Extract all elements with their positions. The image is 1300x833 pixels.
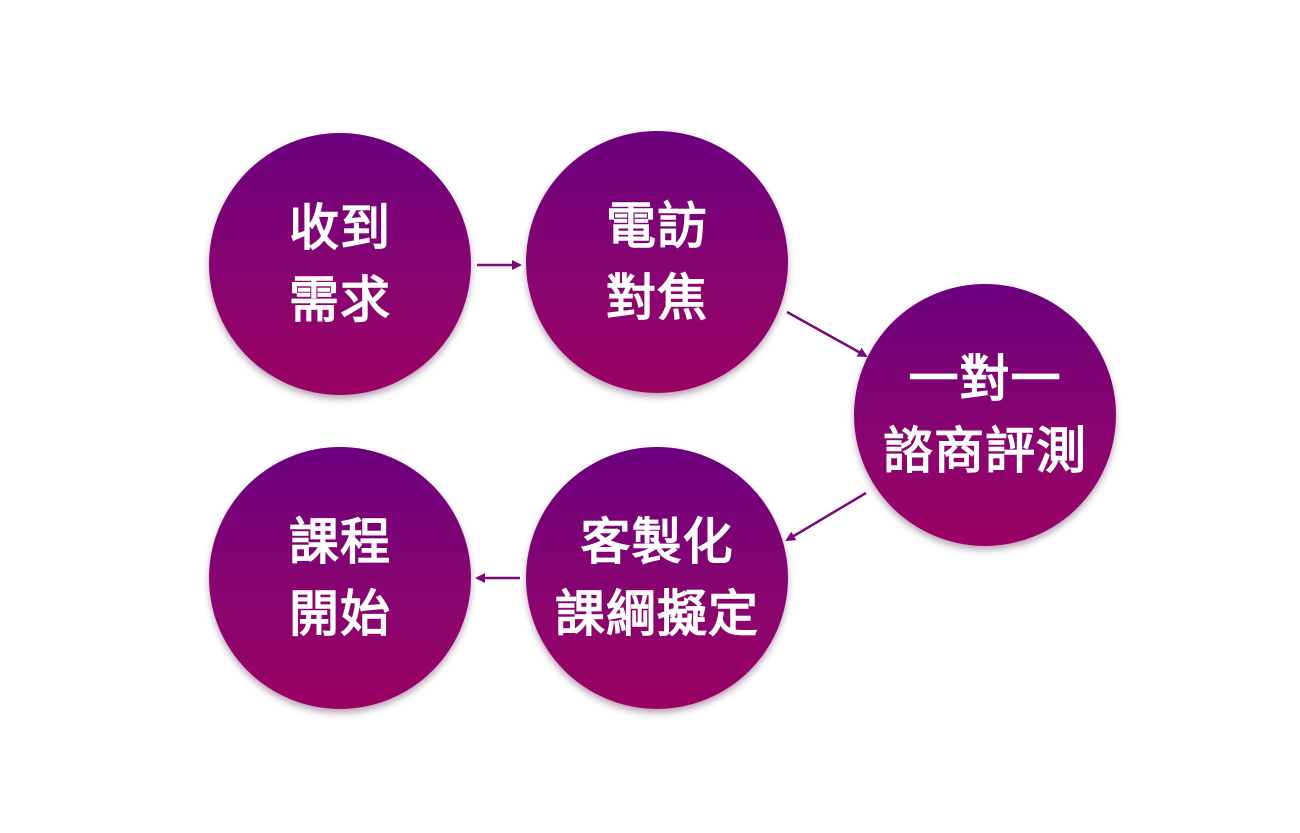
step-phone-interview: 電訪 對焦 [526, 131, 788, 393]
step-label-line: 課綱擬定 [555, 585, 759, 643]
step-receive-request: 收到 需求 [209, 133, 471, 395]
step-label-line: 對焦 [606, 269, 708, 327]
step-label-line: 課程 [289, 513, 391, 571]
step-label-line: 電訪 [606, 197, 708, 255]
step-course-start: 課程 開始 [209, 447, 471, 709]
arrow-consult-to-custom [785, 491, 867, 542]
step-label-line: 開始 [289, 585, 391, 643]
step-label-line: 客製化 [580, 513, 734, 571]
step-one-on-one-consult: 一對一 諮商評測 [854, 284, 1116, 546]
step-label-line: 諮商評測 [883, 422, 1087, 480]
step-custom-syllabus: 客製化 課綱擬定 [526, 447, 788, 709]
step-label-line: 一對一 [908, 350, 1062, 408]
step-label-line: 需求 [289, 271, 391, 329]
arrow-phone-to-consult [786, 310, 868, 358]
step-label-line: 收到 [289, 199, 391, 257]
